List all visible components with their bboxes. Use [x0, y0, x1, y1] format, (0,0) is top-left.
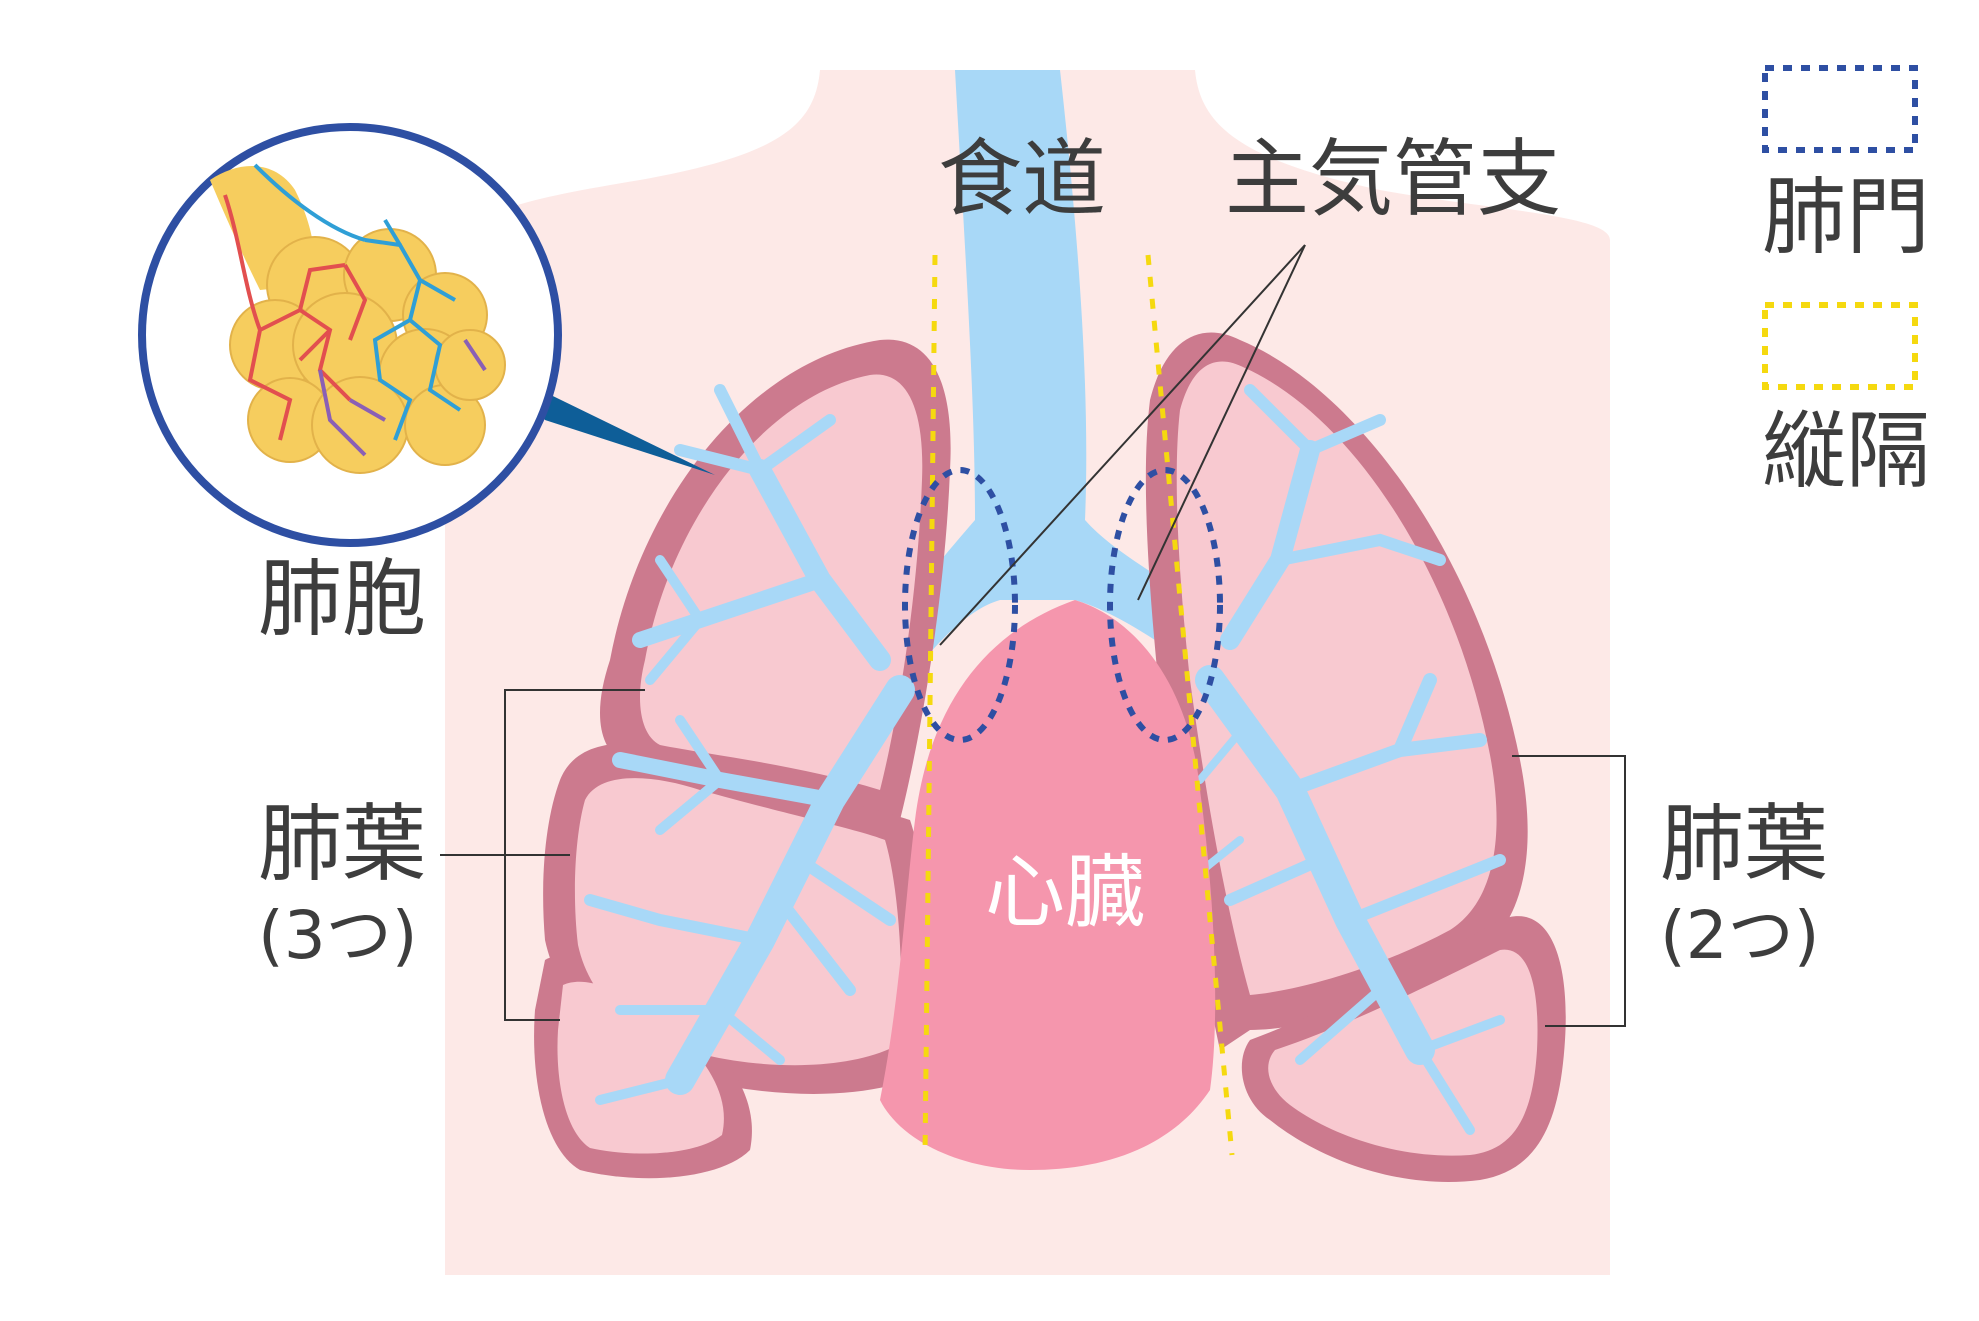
label-esophagus: 食道 [938, 130, 1106, 228]
hilum-left [902, 467, 1018, 743]
label-lobes-three: 肺葉 [258, 795, 426, 893]
legend: 肺門 縦隔 [1762, 65, 1930, 500]
mediastinum-line-left [922, 254, 938, 1156]
label-lobes-two: 肺葉 [1660, 795, 1828, 893]
main-bronchus-leader-1 [939, 244, 1306, 646]
lobes-two-bracket [1512, 755, 1626, 1027]
alveoli-cluster [229, 228, 506, 474]
legend-mediastinum-swatch [1762, 302, 1918, 390]
label-alveoli: 肺胞 [258, 550, 426, 648]
label-heart: 心臓 [985, 846, 1145, 939]
legend-hilum-swatch [1762, 65, 1918, 153]
lobes-three-bracket [440, 689, 645, 1021]
legend-hilum-label: 肺門 [1762, 168, 1930, 266]
label-main-bronchus: 主気管支 [1225, 130, 1561, 228]
alveoli-callout [138, 123, 715, 547]
label-lobes-three-count: (3つ) [258, 897, 418, 974]
hilum-right [1107, 467, 1223, 743]
capillaries [223, 163, 487, 457]
legend-mediastinum-label: 縦隔 [1762, 402, 1930, 500]
mediastinum-line-right [1145, 254, 1235, 1156]
main-bronchus-leader-2 [1137, 244, 1306, 601]
callout-pointer [520, 380, 715, 475]
label-lobes-two-count: (2つ) [1660, 897, 1820, 974]
bronchial-tree [584, 384, 1506, 1135]
trachea [880, 70, 1230, 690]
